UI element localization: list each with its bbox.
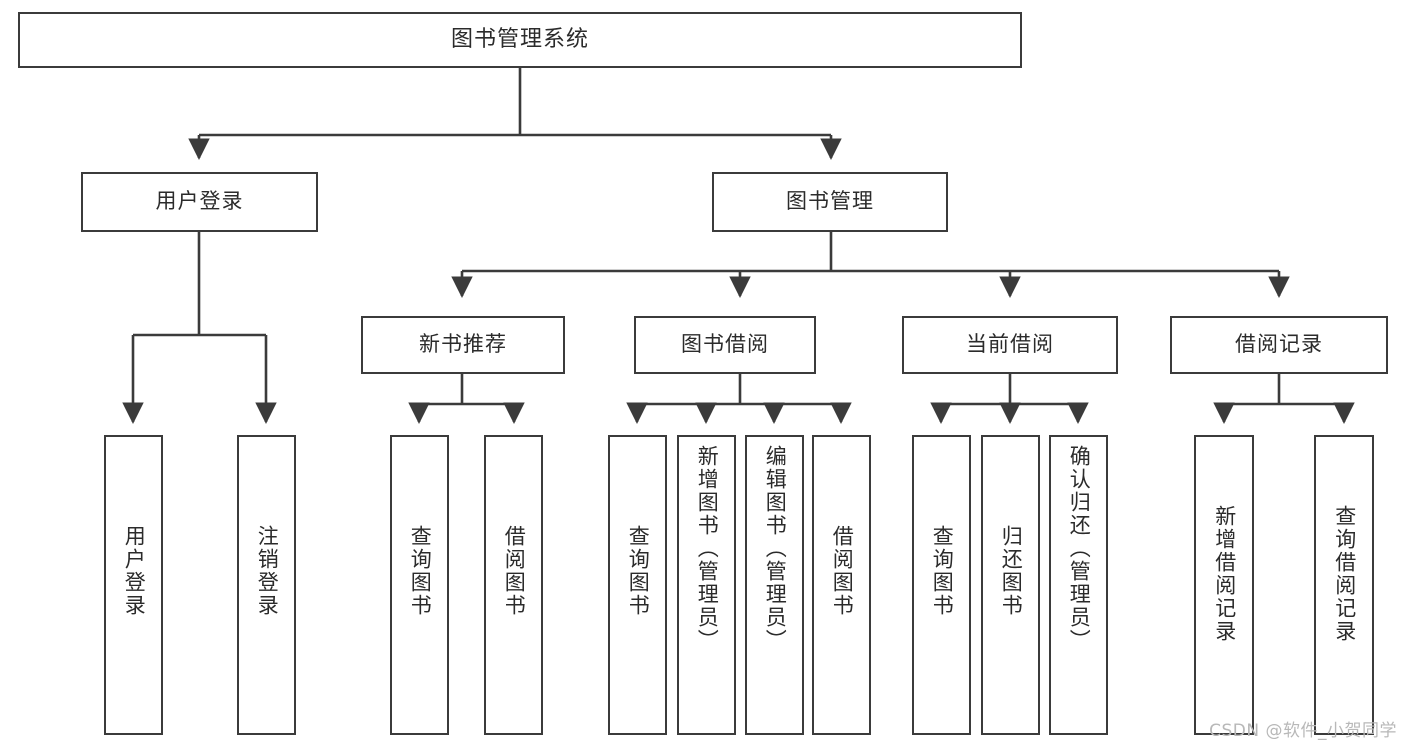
csdn-watermark: CSDN @软件_小贺同学 [1209,721,1397,741]
leaf-confirm-return[interactable]: 确认归还（管理员） [1049,435,1108,735]
node-user-login-label: 用户登录 [155,189,244,214]
node-borrow-record[interactable]: 借阅记录 [1170,316,1388,374]
leaf-user-logout[interactable]: 注销登录 [237,435,296,735]
node-book-borrow[interactable]: 图书借阅 [634,316,816,374]
leaf-borrow-book-1[interactable]: 借阅图书 [484,435,543,735]
leaf-query-book-1[interactable]: 查询图书 [390,435,449,735]
leaf-query-book-1-label: 查询图书 [408,525,433,617]
node-user-login[interactable]: 用户登录 [81,172,318,232]
node-new-book-recommend-label: 新书推荐 [419,332,507,357]
node-new-book-recommend[interactable]: 新书推荐 [361,316,565,374]
node-borrow-record-label: 借阅记录 [1235,332,1323,357]
leaf-query-record-label: 查询借阅记录 [1332,505,1357,643]
node-current-borrow-label: 当前借阅 [966,332,1054,357]
leaf-add-book[interactable]: 新增图书（管理员） [677,435,736,735]
leaf-query-book-3[interactable]: 查询图书 [912,435,971,735]
leaf-user-login[interactable]: 用户登录 [104,435,163,735]
leaf-query-record[interactable]: 查询借阅记录 [1314,435,1374,735]
node-root[interactable]: 图书管理系统 [18,12,1022,68]
leaf-add-record-label: 新增借阅记录 [1212,505,1237,643]
node-current-borrow[interactable]: 当前借阅 [902,316,1118,374]
leaf-query-book-2-label: 查询图书 [626,525,651,617]
leaf-add-record[interactable]: 新增借阅记录 [1194,435,1254,735]
leaf-query-book-2[interactable]: 查询图书 [608,435,667,735]
leaf-return-book[interactable]: 归还图书 [981,435,1040,735]
leaf-borrow-book-1-label: 借阅图书 [502,525,527,617]
leaf-edit-book-label: 编辑图书（管理员） [763,445,788,652]
node-book-borrow-label: 图书借阅 [681,332,769,357]
node-book-management-label: 图书管理 [786,189,874,214]
leaf-user-login-label: 用户登录 [122,525,147,617]
leaf-confirm-return-label: 确认归还（管理员） [1067,445,1092,652]
node-root-label: 图书管理系统 [450,26,589,52]
leaf-edit-book[interactable]: 编辑图书（管理员） [745,435,804,735]
node-book-management[interactable]: 图书管理 [712,172,948,232]
leaf-query-book-3-label: 查询图书 [930,525,955,617]
leaf-borrow-book-2-label: 借阅图书 [830,525,855,617]
leaf-borrow-book-2[interactable]: 借阅图书 [812,435,871,735]
leaf-user-logout-label: 注销登录 [255,525,280,617]
leaf-add-book-label: 新增图书（管理员） [695,445,720,652]
leaf-return-book-label: 归还图书 [999,525,1024,617]
